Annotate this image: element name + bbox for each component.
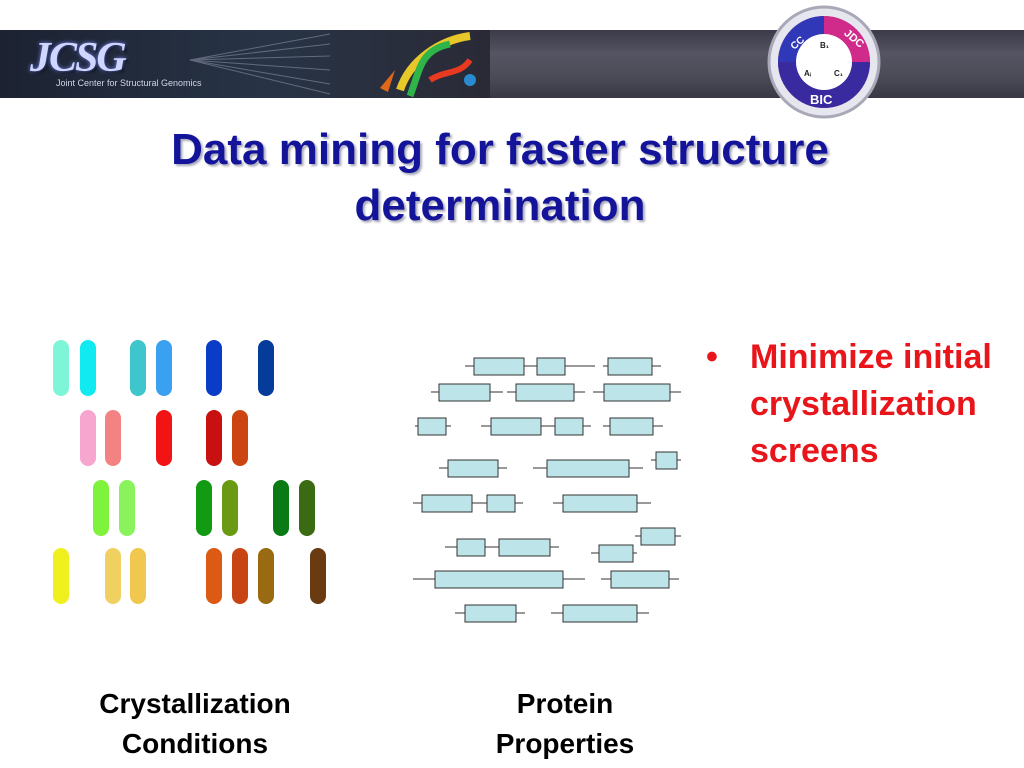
tube-row-1 xyxy=(53,340,274,396)
tube xyxy=(196,480,212,536)
jcsg-wordmark: JCSG xyxy=(30,35,127,81)
tube xyxy=(105,548,121,604)
tube xyxy=(206,410,222,466)
protein-domain-box xyxy=(610,570,670,589)
bullet-text: Minimize initial crystallization screens xyxy=(750,338,992,470)
protein-domain-box xyxy=(456,538,486,557)
tube xyxy=(130,340,146,396)
tube xyxy=(258,340,274,396)
tube xyxy=(232,548,248,604)
protein-domain-box xyxy=(498,538,551,557)
protein-domain-box xyxy=(447,459,499,478)
tube xyxy=(273,480,289,536)
jcsg-subtitle: Joint Center for Structural Genomics xyxy=(56,78,202,88)
caption-crystallization-conditions: Crystallization Conditions xyxy=(99,688,291,759)
protein-domain-box xyxy=(554,417,584,436)
bic-emblem-logo: CC B₁ JDC Aᵢ C₁ BIC xyxy=(767,5,881,119)
protein-domain-box xyxy=(603,383,671,402)
protein-domain-box xyxy=(655,451,678,470)
emblem-label-c1: C₁ xyxy=(834,69,844,78)
tube-row-3 xyxy=(93,480,315,536)
tube-row-2 xyxy=(80,410,248,466)
jcsg-logo-banner: JCSG Joint Center for Structural Genomic… xyxy=(0,30,490,98)
protein-domain-box xyxy=(438,383,491,402)
protein-domain-box xyxy=(562,604,638,623)
protein-domain-box xyxy=(464,604,517,623)
tube xyxy=(258,548,274,604)
tube xyxy=(299,480,315,536)
protein-domain-box xyxy=(490,417,542,436)
protein-domain-box xyxy=(417,417,447,436)
tube xyxy=(222,480,238,536)
tube xyxy=(206,548,222,604)
protein-domain-box xyxy=(640,527,676,546)
tube xyxy=(310,548,326,604)
tube xyxy=(53,340,69,396)
protein-domain-box xyxy=(598,544,634,563)
tube xyxy=(232,410,248,466)
tube xyxy=(206,340,222,396)
protein-domain-box xyxy=(607,357,653,376)
tube-row-4 xyxy=(53,548,326,604)
slide-title: Data mining for faster structure determi… xyxy=(171,125,829,230)
tube xyxy=(53,548,69,604)
protein-properties-graphic xyxy=(413,357,681,623)
tube xyxy=(93,480,109,536)
tube xyxy=(105,410,121,466)
protein-domain-box xyxy=(434,570,564,589)
protein-domain-box xyxy=(515,383,575,402)
protein-domain-box xyxy=(609,417,654,436)
protein-domain-box xyxy=(562,494,638,513)
tube xyxy=(80,410,96,466)
emblem-label-ai: Aᵢ xyxy=(804,69,811,78)
protein-domain-box xyxy=(486,494,516,513)
banner-art-graphic xyxy=(189,32,476,98)
protein-domain-box xyxy=(546,459,630,478)
tube xyxy=(119,480,135,536)
emblem-label-bic: BIC xyxy=(810,92,833,107)
tube xyxy=(156,340,172,396)
protein-domain-box xyxy=(473,357,525,376)
tube xyxy=(156,410,172,466)
protein-domain-box xyxy=(421,494,473,513)
crystallization-tubes-graphic xyxy=(53,340,326,604)
protein-domain-box xyxy=(536,357,566,376)
caption-protein-properties: Protein Properties xyxy=(495,688,635,759)
tube xyxy=(80,340,96,396)
emblem-label-b1: B₁ xyxy=(820,41,830,50)
tube xyxy=(130,548,146,604)
bullet-dot-icon: • xyxy=(706,338,718,376)
